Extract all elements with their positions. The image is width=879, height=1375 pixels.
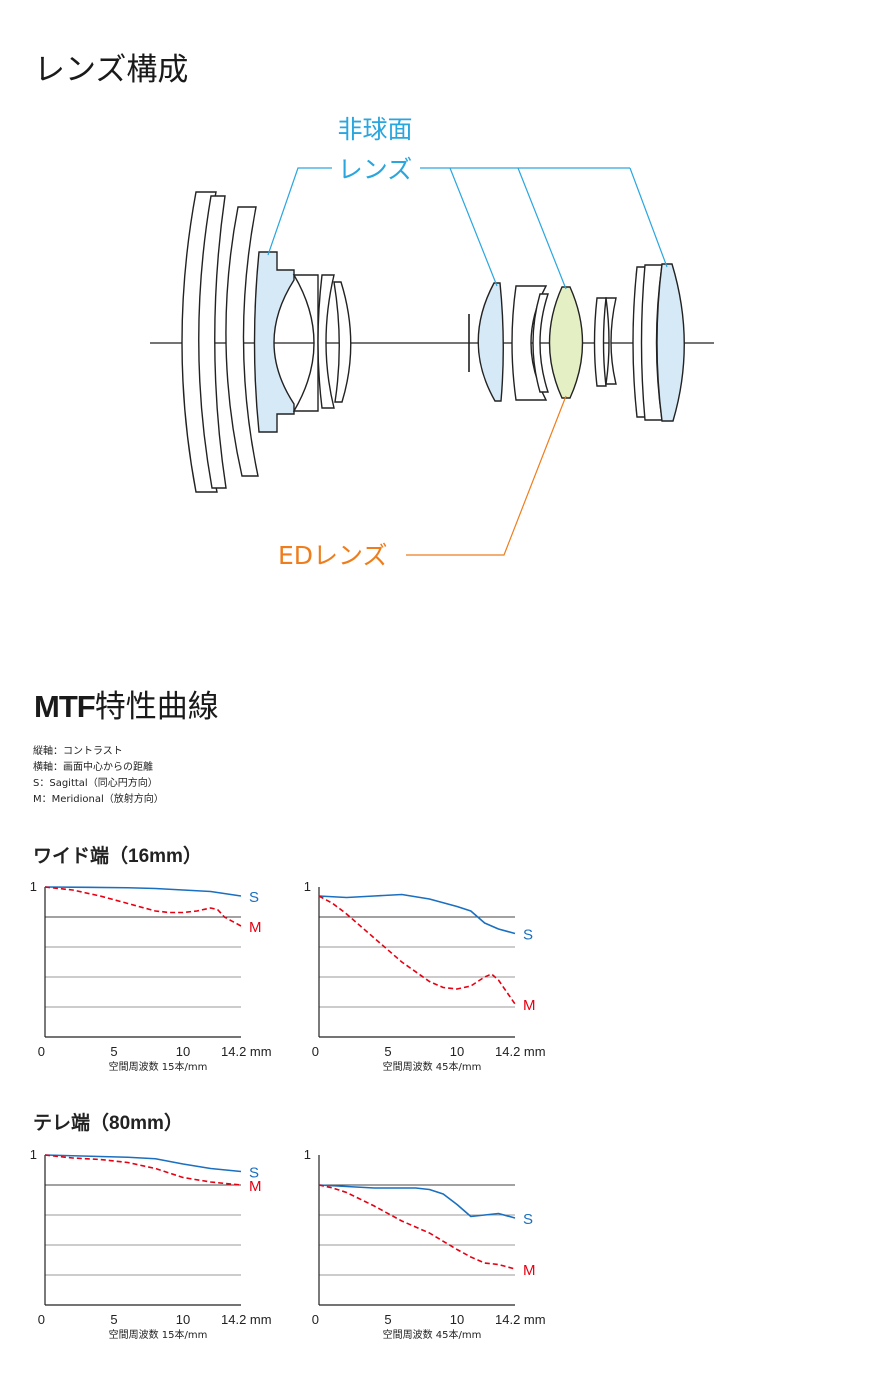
mtf-title-rest: 特性曲線 [94,689,219,725]
x-tick-label: 5 [110,1044,117,1059]
aspherical-label-line1: 非球面 [337,115,412,144]
series-label-s: S [249,1165,259,1182]
series-label-s: S [249,889,259,906]
series-line-m [44,886,242,927]
wide-title-prefix: ワイド端（ [33,845,129,867]
x-tick-label: 5 [384,1044,391,1059]
x-tick-label: 0 [312,1044,319,1059]
series-line-m [44,1154,242,1186]
lens-element-5 [292,274,319,412]
x-tick-label: 0 [312,1312,319,1327]
wide-title-suffix: ） [182,845,202,867]
y-tick-label: 1 [304,1147,311,1162]
x-tick-label: 14.2 mm [221,1312,272,1327]
lens-element-2 [198,195,227,489]
x-axis-label: 空間周波数 45本/mm [383,1060,482,1073]
lens-element-13 [605,297,617,385]
legend-vertical-axis: 縦軸：コントラスト [33,746,123,757]
aspherical-lens-rear [656,263,685,422]
wide-title-focal: 16mm [128,846,183,867]
legend-horizontal-axis: 横軸：画面中心からの距離 [33,762,153,773]
x-axis-label: 空間周波数 15本/mm [109,1328,208,1341]
legend-meridional: M：Meridional（放射方向） [33,794,164,805]
series-line-s [44,886,242,897]
series-label-s: S [523,927,533,944]
x-tick-label: 10 [450,1044,464,1059]
series-line-s [318,893,516,935]
tele-title-focal: 80mm [109,1113,164,1134]
lens-construction-title: レンズ構成 [34,52,189,88]
x-tick-label: 14.2 mm [495,1312,546,1327]
aspherical-leader-middle [449,167,498,287]
series-label-m: M [249,919,262,936]
front-lens-group [181,191,259,493]
legend-sagittal: S：Sagittal（同心円方向） [33,778,158,789]
second-lens-group [292,274,352,412]
aspherical-lens-front [253,251,295,433]
aspherical-lens-middle [477,282,504,402]
x-tick-label: 0 [38,1312,45,1327]
x-axis-label: 空間周波数 15本/mm [109,1060,208,1073]
series-label-m: M [523,997,536,1014]
mtf-title: MTF特性曲線 [34,681,219,726]
aspherical-leader-ed [517,167,567,290]
tele-title-suffix: ） [163,1112,183,1134]
x-tick-label: 14.2 mm [221,1044,272,1059]
wide-end-title: ワイド端（16mm） [33,841,202,868]
series-line-m [318,895,516,1005]
x-tick-label: 5 [110,1312,117,1327]
aspherical-leader-front [267,167,332,256]
lens-construction-diagram: 非球面 レンズ EDレンズ [150,115,714,570]
x-axis-label: 空間周波数 45本/mm [383,1328,482,1341]
series-label-s: S [523,1211,533,1228]
lens-element-3 [225,206,259,477]
ed-lens [548,286,584,399]
series-line-s [318,1184,516,1219]
series-label-m: M [523,1262,536,1279]
x-tick-label: 10 [176,1044,190,1059]
y-tick-label: 1 [304,879,311,894]
aspherical-leader-rear [629,167,668,268]
series-line-m [318,1184,516,1270]
lens-element-10 [532,293,549,393]
ed-label: EDレンズ [278,541,388,570]
ed-leader [406,395,567,556]
rear-lens-group [593,264,663,421]
y-tick-label: 1 [30,879,37,894]
x-tick-label: 10 [450,1312,464,1327]
x-tick-label: 5 [384,1312,391,1327]
x-tick-label: 14.2 mm [495,1044,546,1059]
mtf-legend: 縦軸：コントラスト 横軸：画面中心からの距離 S：Sagittal（同心円方向）… [33,744,164,808]
mtf-title-bold: MTF [34,689,96,724]
aspherical-callout: 非球面 レンズ [267,115,668,290]
x-tick-label: 0 [38,1044,45,1059]
y-tick-label: 1 [30,1147,37,1162]
third-lens-group [511,285,549,401]
ed-callout: EDレンズ [278,395,567,570]
aspherical-label-line2: レンズ [338,155,413,184]
x-tick-label: 10 [176,1312,190,1327]
series-label-m: M [249,1178,262,1195]
lens-element-6 [317,274,335,409]
lens-element-12 [593,297,607,387]
tele-title-prefix: テレ端（ [33,1112,110,1134]
series-line-s [44,1154,242,1173]
lens-element-7 [333,281,352,403]
tele-end-title: テレ端（80mm） [33,1108,183,1135]
